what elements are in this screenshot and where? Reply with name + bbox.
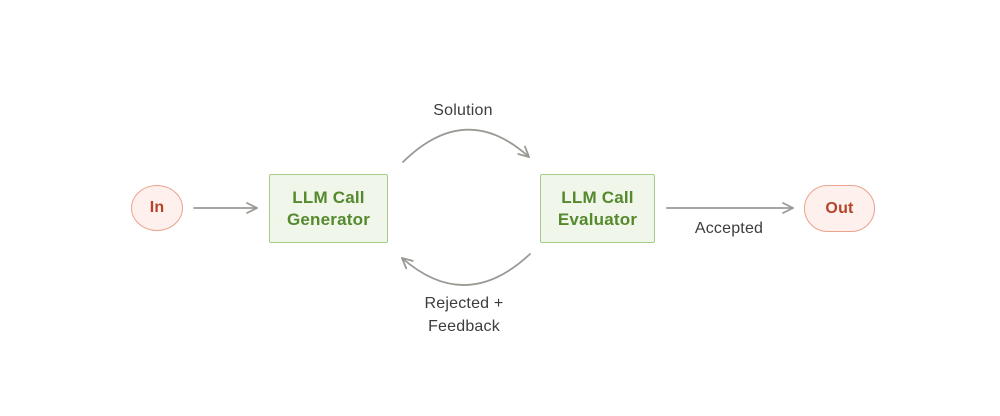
node-llm-call-generator: LLM Call Generator [269,174,388,243]
node-evaluator-label-line1: LLM Call [561,187,634,207]
node-out-label: Out [825,199,854,217]
node-llm-call-evaluator: LLM Call Evaluator [540,174,655,243]
edge-label-rejected-feedback: Rejected + Feedback [404,292,524,338]
node-out: Out [804,185,875,232]
arrow-generator-to-evaluator-solution [402,128,530,163]
edge-label-rejected-line2: Feedback [428,318,500,335]
edge-label-rejected-line1: Rejected + [424,295,504,312]
node-in-label: In [149,199,165,216]
arrow-evaluator-to-generator-rejected [401,253,531,286]
node-generator-label-line2: Generator [286,209,371,229]
node-in: In [131,185,183,231]
node-generator-label-line1: LLM Call [292,187,365,207]
edge-label-accepted: Accepted [694,220,764,237]
edge-label-solution: Solution [433,102,493,119]
node-evaluator-label-line2: Evaluator [557,209,638,229]
